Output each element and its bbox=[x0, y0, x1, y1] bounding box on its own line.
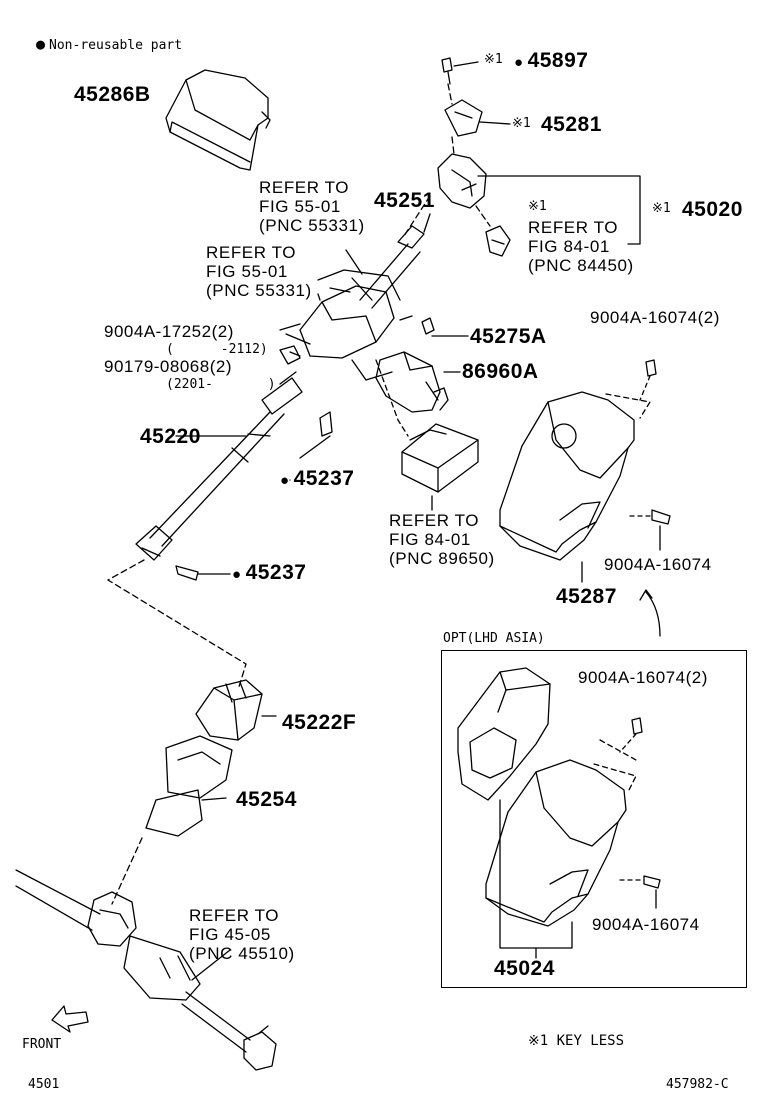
lower-column-cover-45287 bbox=[499, 391, 651, 561]
front-label: FRONT bbox=[22, 1037, 62, 1052]
ref-45-05-leader bbox=[191, 949, 231, 981]
boot-45222F bbox=[195, 679, 277, 741]
part-leaders bbox=[247, 61, 511, 481]
intermediate-shaft-45220 bbox=[135, 371, 303, 561]
label-45020: 45020 bbox=[682, 198, 743, 221]
bolt-45237-upper bbox=[319, 411, 333, 437]
label-9004A-16074-top: 9004A-16074 bbox=[604, 555, 712, 574]
front-arrow bbox=[51, 1005, 89, 1033]
label-45897: 45897 bbox=[514, 50, 588, 71]
mark-keyless-45020: ※1 bbox=[652, 201, 671, 216]
label-45275A: 45275A bbox=[470, 325, 547, 348]
column-dashed-guide bbox=[403, 195, 431, 237]
ref-fig84-pnc84450: REFER TO FIG 84-01 (PNC 84450) bbox=[528, 218, 634, 275]
screw-9004A-side bbox=[651, 509, 671, 525]
upper-column-cover-45286B bbox=[165, 69, 271, 171]
key-assembly-dashed-guide bbox=[447, 83, 491, 227]
option-cover-upper bbox=[457, 667, 551, 801]
range-90179-08068: (2201- ) bbox=[166, 377, 276, 392]
diagram-code-left: 4501 bbox=[28, 1077, 60, 1092]
label-9004A-16074-2-top: 9004A-16074(2) bbox=[590, 308, 720, 327]
label-45251: 45251 bbox=[374, 189, 435, 212]
ref-55-leaders bbox=[317, 249, 363, 301]
legend-non-reusable: Non-reusable part bbox=[36, 37, 182, 52]
label-9004A-17252: 9004A-17252(2) bbox=[104, 322, 234, 341]
ref-fig55-lower: REFER TO FIG 55-01 (PNC 55331) bbox=[206, 243, 312, 300]
option-box bbox=[441, 650, 747, 988]
option-arrow bbox=[639, 589, 661, 637]
option-label: OPT(LHD ASIA) bbox=[443, 631, 545, 646]
nut-90179 bbox=[279, 345, 301, 365]
screw-opt-top bbox=[631, 717, 643, 735]
bolt-45237-lower bbox=[175, 565, 199, 581]
steering-column-45251 bbox=[279, 225, 449, 413]
screw-top-guide bbox=[639, 375, 651, 401]
bolt-45237-upper-leader bbox=[299, 435, 331, 459]
mark-keyless-45281: ※1 bbox=[512, 116, 531, 131]
screw-opt-top-guide bbox=[619, 733, 637, 753]
label-45286B: 45286B bbox=[74, 83, 151, 106]
ref-fig45-05: REFER TO FIG 45-05 (PNC 45510) bbox=[189, 906, 295, 963]
label-45220: 45220 bbox=[140, 425, 201, 448]
label-45222F: 45222F bbox=[282, 711, 357, 734]
label-45281: 45281 bbox=[541, 113, 602, 136]
screw-9004A-top bbox=[645, 359, 657, 377]
seal-45254 bbox=[145, 735, 233, 837]
rack-dashed-guide bbox=[111, 837, 143, 905]
mark-keyless-45897: ※1 bbox=[484, 52, 503, 67]
label-45024: 45024 bbox=[494, 957, 555, 980]
mark-keyless-ref84: ※1 bbox=[528, 199, 547, 214]
key-cylinder-group bbox=[437, 57, 511, 257]
ecu-box bbox=[401, 423, 479, 493]
steering-gear bbox=[15, 869, 277, 1071]
label-9004A-16074-2-opt: 9004A-16074(2) bbox=[578, 668, 708, 687]
keyless-note: ※1 KEY LESS bbox=[528, 1033, 625, 1049]
diagram-code-right: 457982-C bbox=[666, 1077, 729, 1092]
label-90179-08068: 90179-08068(2) bbox=[104, 357, 232, 376]
ecu-dashed-guide bbox=[375, 359, 409, 437]
label-45237-lower: 45237 bbox=[232, 562, 306, 583]
label-86960A: 86960A bbox=[462, 360, 539, 383]
range-9004A-17252: ( -2112) bbox=[166, 342, 268, 357]
ref-fig55-upper: REFER TO FIG 55-01 (PNC 55331) bbox=[259, 178, 365, 235]
label-45237-upper: 45237 bbox=[280, 468, 354, 489]
shaft-dashed-guide bbox=[107, 559, 247, 691]
screw-opt-side bbox=[643, 875, 661, 889]
label-45287: 45287 bbox=[556, 585, 617, 608]
option-cover-lower bbox=[485, 739, 637, 927]
label-9004A-16074-opt: 9004A-16074 bbox=[592, 915, 700, 934]
45020-bracket bbox=[477, 175, 641, 245]
label-45254: 45254 bbox=[236, 788, 297, 811]
ref-fig84-pnc89650: REFER TO FIG 84-01 (PNC 89650) bbox=[389, 511, 495, 568]
